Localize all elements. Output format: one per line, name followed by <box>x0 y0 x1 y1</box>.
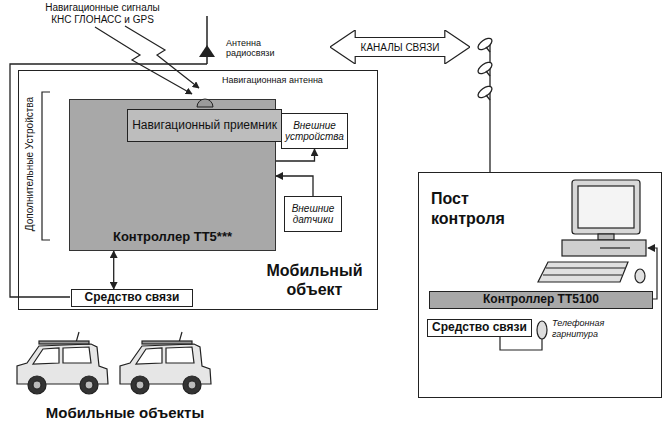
node-text: Пост контроля <box>431 189 531 229</box>
controller-box: Контроллер ТТ5*** Навигационный приемник <box>69 99 276 251</box>
computer-icon <box>538 180 646 283</box>
headset-label: Телефонная гарнитура <box>552 318 624 340</box>
controller-bar: Контроллер ТТ5100 <box>429 291 653 309</box>
node-text: Средство связи <box>85 291 180 304</box>
antenna-label: Навигационная антенна <box>222 75 342 85</box>
node-text: Средство связи <box>432 321 527 334</box>
device-box: Внешние устройства <box>281 113 348 149</box>
signal-arrow <box>95 27 192 94</box>
channel-arrow: КАНАЛЫ СВЯЗИ <box>330 30 470 64</box>
radio-antenna <box>199 16 215 64</box>
group-label: Дополнительные Устройства <box>24 89 36 239</box>
base-antennas <box>476 36 494 172</box>
control-post-frame: Пост контроляКонтроллер ТТ5100Средство с… <box>418 172 662 398</box>
connector-arrow <box>276 149 315 161</box>
bracket <box>42 92 50 240</box>
comm-box: Средство связи <box>427 319 532 337</box>
connector-arrow <box>113 251 114 289</box>
car-icon <box>17 332 108 394</box>
comm-box: Средство связи <box>71 289 193 307</box>
sensor-box: Внешние датчики <box>284 196 342 232</box>
antenna-label: Антенна радиосвязи <box>226 38 290 59</box>
node-text: Навигационный приемник <box>132 119 277 133</box>
mobile-object-frame: Мобильный объект Контроллер ТТ5*** Навигац… <box>18 70 378 310</box>
caption-label: Мобильные объекты <box>25 405 225 422</box>
signal-arrow <box>125 26 199 88</box>
node-text: Мобильный объект <box>262 261 367 299</box>
node-text: Внешние датчики <box>285 203 341 226</box>
node-text: Контроллер ТТ5100 <box>483 293 599 306</box>
node-text: Внешние устройства <box>282 120 347 143</box>
receiver-box: Навигационный приемник <box>127 109 282 142</box>
connector-arrow <box>276 176 313 196</box>
signal-label: Навигационные сигналы КНС ГЛОНАСС и GPS <box>40 2 165 25</box>
node-text: КАНАЛЫ СВЯЗИ <box>361 42 440 53</box>
car-icon <box>120 332 211 394</box>
node-text: Контроллер ТТ5*** <box>70 230 275 244</box>
